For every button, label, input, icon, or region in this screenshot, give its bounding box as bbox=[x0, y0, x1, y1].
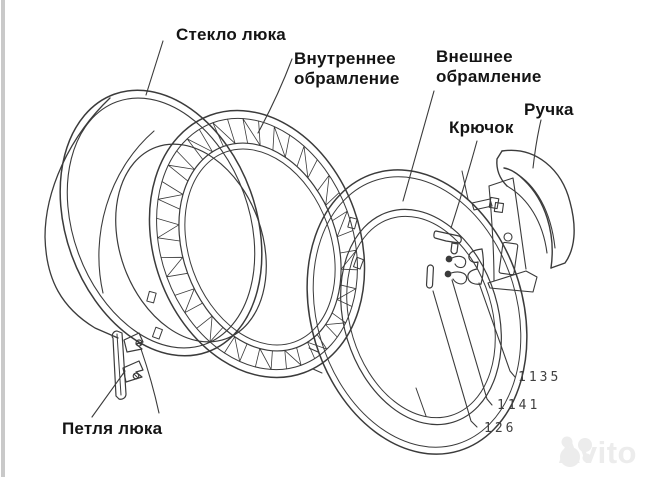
leader-hinge-left bbox=[91, 370, 126, 418]
outer-frame-label-line2: обрамление bbox=[436, 67, 542, 86]
handle-part bbox=[496, 149, 575, 269]
handle-label: Ручка bbox=[524, 100, 574, 119]
latch-bar-part bbox=[471, 196, 500, 211]
hinge-label: Петля люка bbox=[62, 419, 163, 438]
part-number-126: 126 bbox=[484, 421, 517, 436]
hook-label: Крючок bbox=[449, 118, 514, 137]
hook-part bbox=[433, 230, 462, 255]
outer-frame-part bbox=[306, 169, 528, 455]
glass-part bbox=[44, 89, 267, 357]
inner-frame-tabs bbox=[146, 216, 364, 340]
glass-label: Стекло люка bbox=[176, 25, 286, 44]
leader-inner-frame bbox=[257, 58, 293, 134]
inner-frame-hatch bbox=[156, 118, 358, 370]
outer-frame-label-line1: Внешнее bbox=[436, 47, 513, 66]
hinge-part bbox=[111, 330, 144, 400]
leader-1141 bbox=[451, 279, 493, 406]
leader-handle bbox=[532, 119, 542, 169]
leader-glass bbox=[145, 40, 164, 96]
leader-hook bbox=[450, 140, 478, 229]
pin-part bbox=[425, 264, 435, 289]
leader-lines bbox=[91, 40, 542, 428]
part-number-1135: 1135 bbox=[518, 370, 562, 385]
outer-frame-label: Внешнее обрамление bbox=[436, 47, 542, 87]
catch-part bbox=[467, 248, 484, 285]
inner-frame-label: Внутреннее обрамление bbox=[294, 49, 400, 89]
inner-frame-part bbox=[146, 109, 366, 379]
leader-hinge-right bbox=[140, 348, 160, 414]
spring-part bbox=[444, 255, 468, 285]
inner-frame-label-line2: обрамление bbox=[294, 69, 400, 88]
leader-1135 bbox=[478, 282, 516, 378]
leader-126 bbox=[432, 290, 478, 428]
scan-edge-strip bbox=[1, 0, 5, 477]
lock-panel bbox=[487, 177, 538, 293]
leader-outer-frame bbox=[402, 90, 435, 202]
part-number-1141: 1141 bbox=[497, 398, 541, 413]
inner-frame-label-line1: Внутреннее bbox=[294, 49, 396, 68]
